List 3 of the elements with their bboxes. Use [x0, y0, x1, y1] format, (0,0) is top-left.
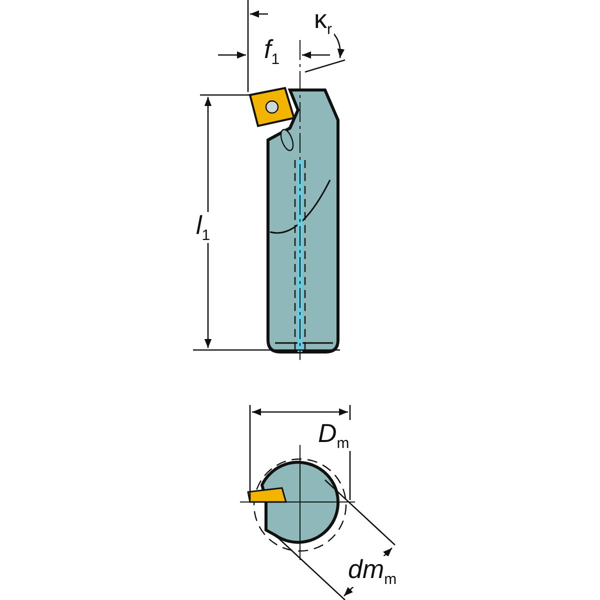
dimension-label: D$_{m}$	[316, 420, 352, 452]
dimension-label: l$_{1}$	[194, 212, 212, 244]
dimension-label: dm$_{m}$	[346, 556, 399, 588]
